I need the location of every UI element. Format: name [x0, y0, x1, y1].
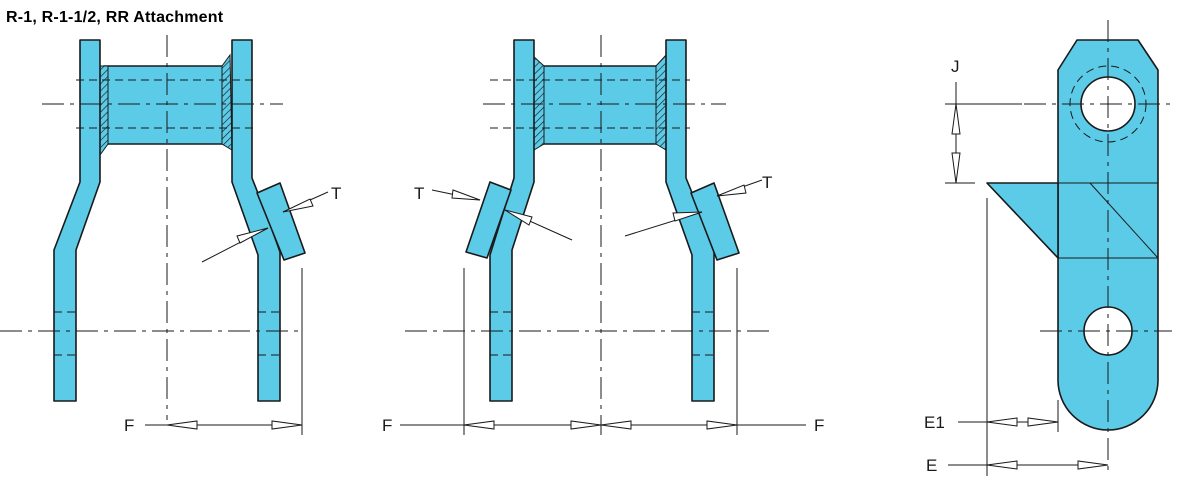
diagram-title: R-1, R-1-1/2, RR Attachment — [6, 9, 224, 26]
middle-label-F-right: F — [814, 416, 824, 435]
right-link-plate — [1057, 39, 1159, 431]
middle-label-F-left: F — [382, 416, 392, 435]
middle-bushing — [535, 65, 663, 145]
left-attachment-tab — [256, 182, 306, 261]
left-bushing — [103, 65, 227, 145]
middle-weld-right — [655, 53, 667, 151]
left-bent-plate — [231, 39, 281, 402]
left-label-T: T — [331, 184, 341, 203]
left-weld-left — [99, 65, 109, 157]
middle-left-attachment-tab — [465, 181, 512, 259]
middle-view: T T F F — [382, 35, 824, 435]
right-label-E1: E1 — [924, 413, 945, 432]
middle-label-T-left: T — [414, 184, 424, 203]
middle-right-attachment-tab — [690, 182, 740, 261]
middle-label-T-right: T — [762, 173, 772, 192]
right-label-J: J — [951, 57, 960, 76]
left-weld-right — [221, 53, 233, 151]
left-view: T F — [0, 35, 341, 435]
left-label-F: F — [124, 416, 134, 435]
right-view: J E1 E — [924, 20, 1172, 476]
left-outer-plate — [53, 39, 101, 402]
right-label-E: E — [926, 456, 937, 475]
